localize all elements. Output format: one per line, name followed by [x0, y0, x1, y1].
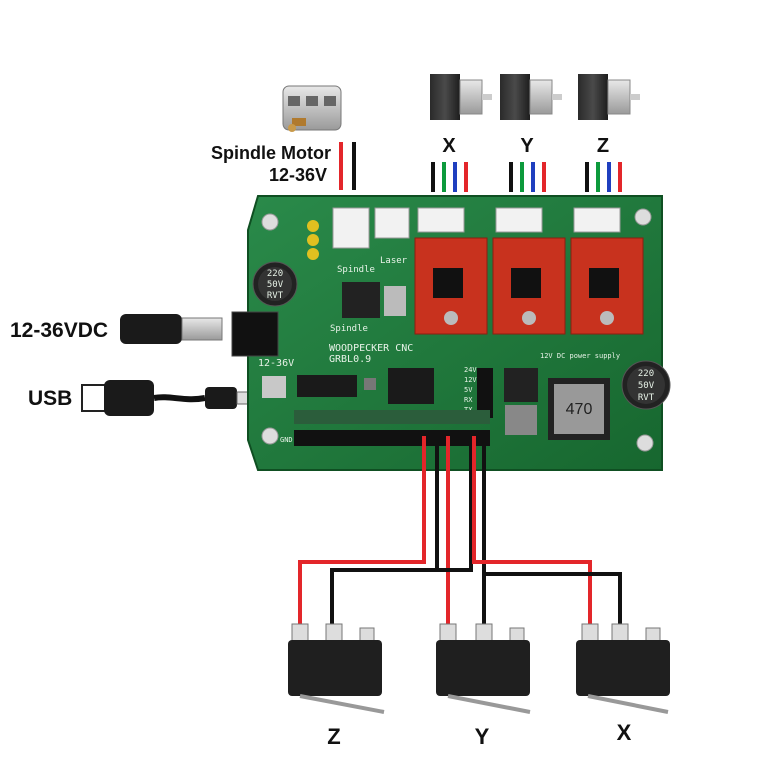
svg-text:5V: 5V	[464, 386, 473, 394]
stepper-motor-y	[500, 74, 562, 120]
svg-text:470: 470	[566, 401, 593, 418]
svg-text:24V: 24V	[464, 366, 477, 374]
usb-cable	[81, 380, 256, 416]
driver-x	[414, 207, 488, 335]
motor-z-label: Z	[597, 135, 609, 157]
board-laser-label: Laser	[380, 256, 408, 266]
svg-text:RX: RX	[464, 396, 473, 404]
motor-z-wires	[585, 162, 622, 192]
dc-barrel-plug	[120, 314, 223, 344]
svg-text:12V: 12V	[464, 376, 477, 384]
cnc-controller-board: Spindle Laser Spindle 220 50V RVT 12-36V…	[231, 195, 671, 471]
board-spindle-label-2: Spindle	[330, 324, 368, 334]
limit-switch-z	[288, 623, 385, 714]
inductor: 470	[548, 378, 610, 440]
board-gnd-label: GND	[280, 436, 293, 444]
svg-text:RVT: RVT	[638, 393, 655, 403]
usb-label: USB	[28, 387, 72, 410]
switch-y-label: Y	[475, 724, 490, 749]
board-supply-note: 12V DC power supply	[540, 352, 620, 360]
limit-switch-x	[576, 623, 670, 714]
board-spindle-label: Spindle	[337, 265, 375, 275]
stepper-motor-z	[578, 74, 640, 120]
svg-text:50V: 50V	[267, 280, 284, 290]
board-brand-line1: WOODPECKER CNC	[329, 343, 413, 354]
svg-text:50V: 50V	[638, 381, 655, 391]
board-brand-line2: GRBL0.9	[329, 354, 371, 365]
svg-text:220: 220	[267, 269, 283, 279]
motor-x-wires	[431, 162, 468, 192]
svg-text:220: 220	[638, 369, 654, 379]
switch-x-label: X	[617, 720, 632, 745]
driver-y	[492, 207, 566, 335]
spindle-voltage-label: 12-36V	[269, 165, 327, 185]
driver-z	[570, 207, 644, 335]
motor-x-label: X	[442, 135, 456, 157]
limit-switch-y	[436, 623, 531, 714]
board-voltage-mark: 12-36V	[258, 358, 294, 369]
spindle-motor-label: Spindle Motor	[211, 143, 331, 163]
svg-text:RVT: RVT	[267, 291, 284, 301]
stepper-motor-x	[430, 74, 492, 120]
motor-y-label: Y	[520, 135, 534, 157]
limit-switch-wires	[298, 436, 622, 632]
switch-z-label: Z	[327, 724, 340, 749]
capacitor-right: 220 50V RVT	[621, 360, 671, 410]
spindle-motor-image	[282, 85, 342, 132]
capacitor-left: 220 50V RVT	[252, 261, 298, 307]
motor-y-wires	[509, 162, 546, 192]
power-input-label: 12-36VDC	[10, 319, 108, 342]
